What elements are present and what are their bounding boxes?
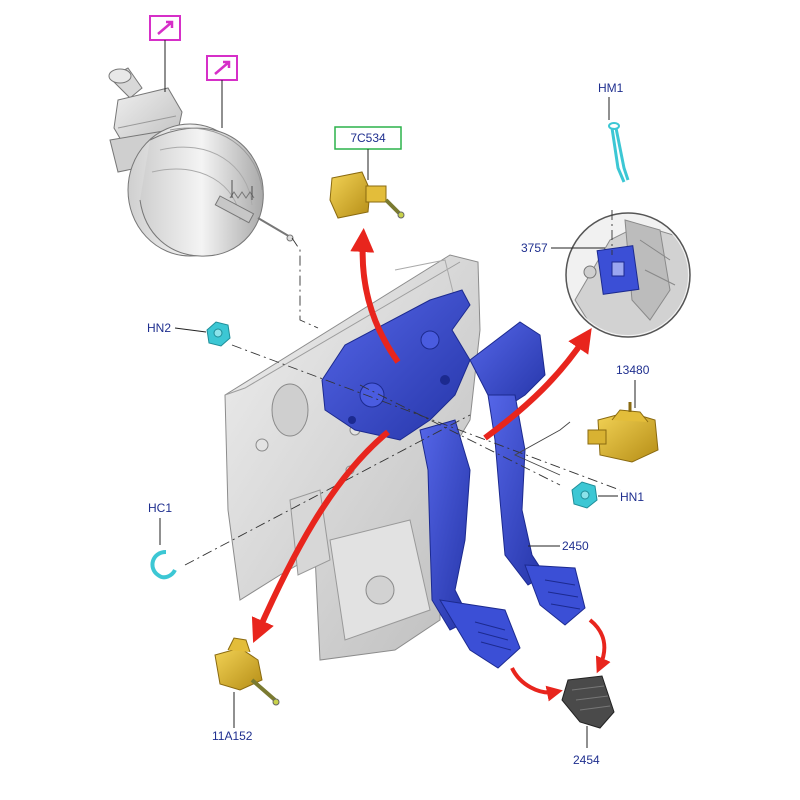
label-hn1: HN1	[620, 490, 644, 504]
label-hc1: HC1	[148, 501, 172, 515]
axis-line-hn2-hn1	[231, 344, 621, 491]
brake-booster-assembly	[108, 67, 294, 257]
part-2454-pedal-pad[interactable]	[561, 675, 615, 729]
callout-2450: 2450	[528, 539, 589, 553]
detail-view-3757	[565, 212, 691, 338]
axis-line-13480	[513, 421, 571, 476]
part-hc1-clip[interactable]	[150, 550, 177, 580]
label-hm1: HM1	[598, 81, 624, 95]
reference-callout-reservoir[interactable]	[149, 15, 181, 92]
part-hm1-clip[interactable]	[608, 122, 630, 183]
label-7c534: 7C534	[350, 131, 386, 145]
pedal-box	[321, 289, 586, 669]
label-2454: 2454	[573, 753, 600, 767]
part-7c534-switch[interactable]	[329, 171, 405, 219]
part-hn2-nut[interactable]	[206, 321, 231, 347]
direction-arrows	[251, 228, 611, 702]
axis-line-hc1	[184, 414, 471, 566]
label-3757: 3757	[521, 241, 548, 255]
part-11a152-switch[interactable]	[214, 637, 280, 706]
reference-callout-booster[interactable]	[206, 55, 238, 128]
part-hn1-nut[interactable]	[571, 481, 598, 509]
label-hn2: HN2	[147, 321, 171, 335]
axis-line-pivot	[359, 384, 561, 486]
part-13480-switch[interactable]	[587, 402, 659, 463]
callout-3757: 3757	[521, 241, 605, 255]
label-13480: 13480	[616, 363, 650, 377]
label-11a152: 11A152	[212, 729, 253, 743]
booster-alignment-line	[291, 237, 319, 329]
label-2450: 2450	[562, 539, 589, 553]
callout-7c534[interactable]: 7C534	[334, 126, 402, 180]
